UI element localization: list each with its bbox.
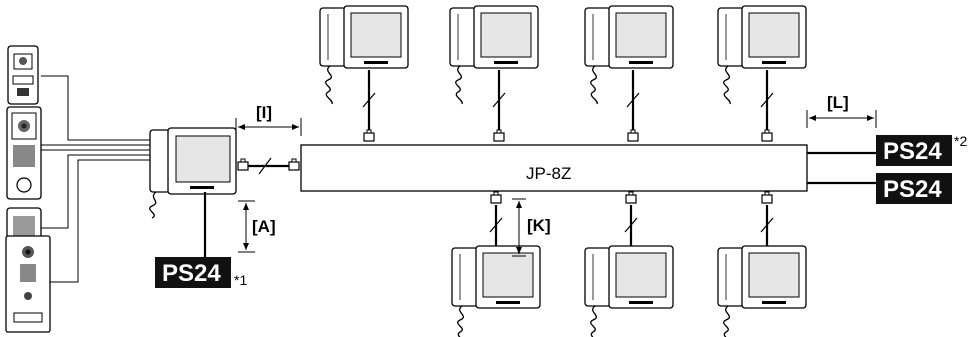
dimension-a: [A] xyxy=(238,200,276,253)
power-supply-badge-2: PS24 xyxy=(876,173,952,204)
door-station-4 xyxy=(5,235,51,333)
svg-text:PS24: PS24 xyxy=(883,176,942,203)
power-supply-badge-master: PS24 xyxy=(155,257,231,288)
svg-text:PS24: PS24 xyxy=(883,138,942,165)
svg-text:[L]: [L] xyxy=(827,93,849,112)
dimension-l: [L] xyxy=(806,93,877,128)
sub-station-top-4 xyxy=(717,5,807,142)
hub-label: JP-8Z xyxy=(526,164,571,183)
svg-text:[K]: [K] xyxy=(527,216,551,235)
master-hub-cable xyxy=(237,157,300,175)
svg-text:PS24: PS24 xyxy=(162,260,221,287)
sub-station-top-3 xyxy=(584,5,674,142)
sub-station-top-2 xyxy=(449,5,539,142)
door-station-1 xyxy=(7,45,39,105)
master-monitor xyxy=(149,127,237,219)
sub-station-bottom-2 xyxy=(584,191,674,337)
dimension-k: [K] xyxy=(512,198,551,257)
svg-text:[I]: [I] xyxy=(256,103,272,122)
sub-station-top-1 xyxy=(319,5,409,142)
svg-text:[A]: [A] xyxy=(252,217,276,236)
note-2: *2 xyxy=(954,133,967,149)
hub-jp8z: JP-8Z xyxy=(300,144,808,192)
sub-station-bottom-3 xyxy=(717,191,807,337)
sub-station-bottom-1 xyxy=(451,191,541,337)
dimension-i: [I] xyxy=(235,103,302,136)
note-1: *1 xyxy=(234,272,247,288)
door-station-wiring xyxy=(41,75,150,283)
power-supply-badge-1: PS24 xyxy=(876,135,952,166)
door-station-2 xyxy=(6,106,42,200)
